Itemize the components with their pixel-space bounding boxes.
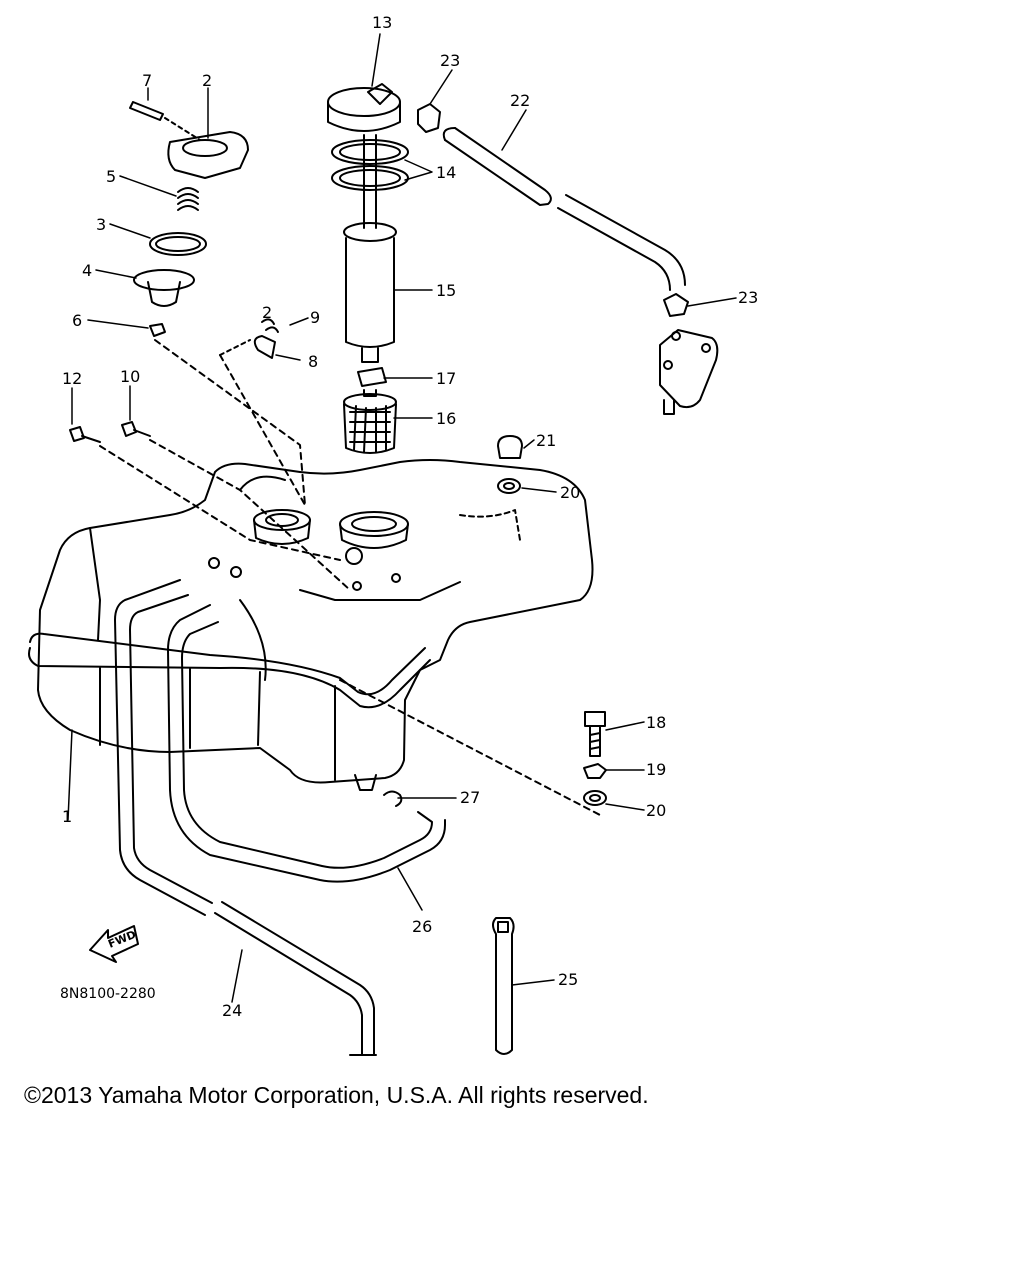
fuel-tank — [28, 459, 594, 791]
callout-20b: 20 — [646, 801, 666, 820]
callout-5: 5 — [106, 167, 116, 186]
callout-19: 19 — [646, 760, 666, 779]
callout-22: 22 — [510, 91, 530, 110]
callout-23b: 23 — [738, 288, 758, 307]
callout-21: 21 — [536, 431, 556, 450]
leader-lines — [67, 33, 737, 1003]
callout-26: 26 — [412, 917, 432, 936]
callout-13: 13 — [372, 13, 392, 32]
part-code: 8N8100-2280 — [60, 986, 156, 1002]
callout-23: 23 — [440, 51, 460, 70]
callout-2b: 2 — [262, 303, 272, 322]
callout-10: 10 — [120, 367, 140, 386]
callout-3: 3 — [96, 215, 106, 234]
hose-22 — [442, 127, 686, 291]
copyright-notice: ©2013 Yamaha Motor Corporation, U.S.A. A… — [24, 1082, 649, 1108]
callout-18: 18 — [646, 713, 666, 732]
callout-1: 1 — [62, 807, 72, 826]
callout-8: 8 — [308, 352, 318, 371]
callout-27: 27 — [460, 788, 480, 807]
callout-14: 14 — [436, 163, 456, 182]
callout-7: 7 — [142, 71, 152, 90]
cap-assembly — [129, 101, 306, 506]
callout-17: 17 — [436, 369, 456, 388]
pump-assembly — [327, 83, 409, 454]
parts-diagram: FWD 1 2 2 3 4 5 6 7 8 9 10 12 13 14 15 1… — [28, 13, 758, 1056]
fwd-arrow-icon: FWD — [89, 925, 139, 963]
callout-20: 20 — [560, 483, 580, 502]
hardware — [69, 103, 719, 1055]
callout-9: 9 — [310, 308, 320, 327]
hose-26 — [167, 604, 446, 883]
callout-24: 24 — [222, 1001, 242, 1020]
callout-15: 15 — [436, 281, 456, 300]
callout-4: 4 — [82, 261, 92, 280]
callout-2: 2 — [202, 71, 212, 90]
callout-labels: 1 2 2 3 4 5 6 7 8 9 10 12 13 14 15 16 17… — [60, 13, 758, 1020]
callout-6: 6 — [72, 311, 82, 330]
callout-25: 25 — [558, 970, 578, 989]
hose-24 — [114, 579, 377, 1056]
callout-12: 12 — [62, 369, 82, 388]
callout-16: 16 — [436, 409, 456, 428]
